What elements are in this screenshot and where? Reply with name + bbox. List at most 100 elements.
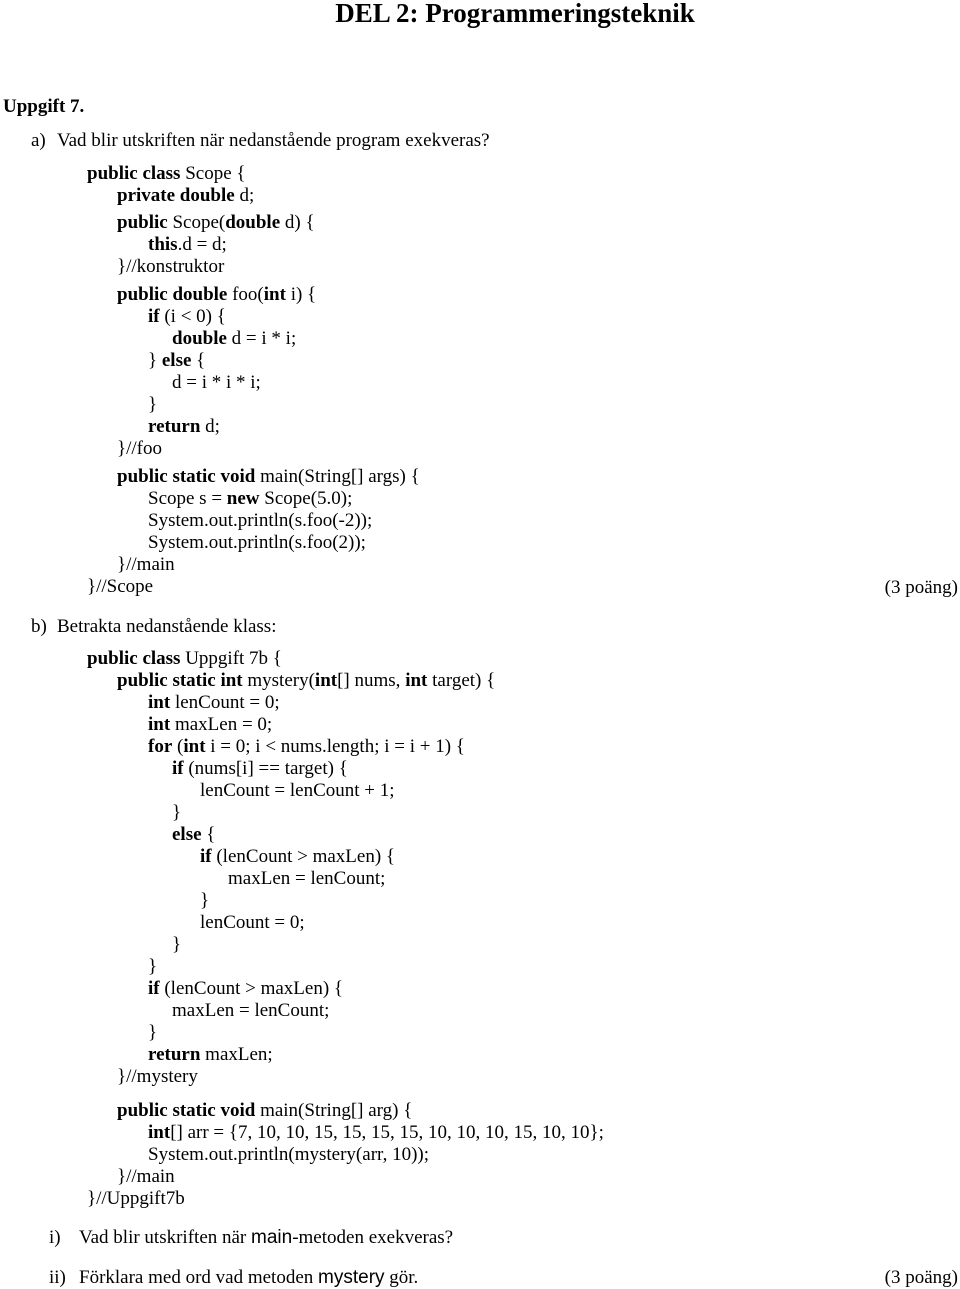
code-a-line: private double d; — [117, 185, 254, 207]
code-text: main(String[] arg) { — [255, 1100, 413, 1121]
code-text: d = i * i * i; — [172, 372, 261, 393]
code-text: maxLen = lenCount; — [228, 868, 386, 889]
code-b-line: lenCount = lenCount + 1; — [200, 780, 395, 802]
points-b: (3 poäng) — [884, 1267, 958, 1288]
code-a-line: }//konstruktor — [117, 256, 224, 278]
task-heading: Uppgift 7. — [3, 96, 85, 117]
code-text: main(String[] args) { — [255, 466, 420, 487]
code-a-line: }//Scope — [87, 576, 153, 598]
code-keyword: if — [148, 306, 160, 327]
code-text: System.out.println(s.foo(2)); — [148, 532, 366, 553]
code-a-line: Scope s = new Scope(5.0); — [148, 488, 352, 510]
code-b-line: public static int mystery(int[] nums, in… — [117, 670, 495, 692]
question-a: a)Vad blir utskriften när nedanstående p… — [31, 130, 490, 152]
code-text: maxLen; — [200, 1044, 273, 1065]
question-b-ii-code: mystery — [318, 1267, 385, 1288]
question-b-ii-pre: Förklara med ord vad metoden — [79, 1267, 319, 1288]
code-keyword: public class — [87, 648, 181, 669]
code-keyword: public static void — [117, 1100, 256, 1121]
question-b: b) Betrakta nedanstående klass: — [31, 616, 276, 638]
code-keyword: new — [226, 488, 260, 509]
code-b-line: System.out.println(mystery(arr, 10)); — [148, 1144, 429, 1166]
code-text: Scope s = — [148, 488, 227, 509]
code-keyword: this — [148, 234, 178, 255]
code-keyword: double — [172, 328, 227, 349]
code-a-line: System.out.println(s.foo(-2)); — [148, 510, 372, 532]
code-a-line: System.out.println(s.foo(2)); — [148, 532, 366, 554]
code-a-line: double d = i * i; — [172, 328, 296, 350]
code-keyword: int — [148, 714, 171, 735]
code-b-line: maxLen = lenCount; — [228, 868, 385, 890]
code-b-line: return maxLen; — [148, 1044, 273, 1066]
question-b-label: b) — [31, 616, 47, 637]
code-a-line: public Scope(double d) { — [117, 212, 315, 234]
code-b-line: } — [172, 802, 181, 824]
code-text: Scope(5.0); — [259, 488, 353, 509]
code-a-line: return d; — [148, 416, 220, 438]
code-text: }//Uppgift7b — [87, 1188, 185, 1209]
code-keyword: if — [172, 758, 184, 779]
code-keyword: public static int — [117, 670, 243, 691]
code-text: } — [148, 350, 162, 371]
code-text: Uppgift 7b { — [180, 648, 282, 669]
code-keyword: if — [148, 978, 160, 999]
code-b-line: }//main — [117, 1166, 175, 1188]
code-text: .d = d; — [177, 234, 227, 255]
code-b-line: int[] arr = {7, 10, 10, 15, 15, 15, 15, … — [148, 1122, 604, 1144]
code-b-line: }//Uppgift7b — [87, 1188, 185, 1210]
code-a-line: public class Scope { — [87, 163, 246, 185]
question-b-i: i)Vad blir utskriften när main-metoden e… — [49, 1227, 453, 1249]
code-b-line: } — [148, 956, 157, 978]
code-keyword: int — [183, 736, 206, 757]
code-a-line: if (i < 0) { — [148, 306, 226, 328]
code-text: }//konstruktor — [117, 256, 225, 277]
code-b-line: maxLen = lenCount; — [172, 1000, 329, 1022]
code-text: } — [148, 1022, 158, 1043]
code-b-line: if (lenCount > maxLen) { — [200, 846, 395, 868]
question-b-ii: ii)Förklara med ord vad metoden mystery … — [49, 1267, 418, 1289]
question-b-i-post: -metoden exekveras? — [292, 1227, 454, 1248]
code-keyword: int — [148, 1122, 171, 1143]
question-b-text: Betrakta nedanstående klass: — [57, 616, 277, 637]
code-text: }//foo — [117, 438, 163, 459]
code-text: lenCount = 0; — [170, 692, 280, 713]
code-b-line: int lenCount = 0; — [148, 692, 280, 714]
code-keyword: private double — [117, 185, 235, 206]
code-keyword: int — [148, 692, 171, 713]
code-b-line: } — [148, 1022, 157, 1044]
code-text: }//mystery — [117, 1066, 198, 1087]
code-text: d = i * i; — [226, 328, 297, 349]
code-b-line: else { — [172, 824, 215, 846]
code-b-line: public class Uppgift 7b { — [87, 648, 282, 670]
code-b-line: if (lenCount > maxLen) { — [148, 978, 343, 1000]
code-a-line: d = i * i * i; — [172, 372, 261, 394]
code-keyword: else — [161, 350, 192, 371]
code-text: } — [148, 394, 158, 415]
code-text: (lenCount > maxLen) { — [159, 978, 344, 999]
code-text: [] arr = {7, 10, 10, 15, 15, 15, 15, 10,… — [170, 1122, 604, 1143]
code-keyword: int — [405, 670, 428, 691]
code-keyword: return — [148, 416, 201, 437]
code-text: maxLen = lenCount; — [172, 1000, 330, 1021]
code-text: } — [148, 956, 158, 977]
code-text: i = 0; i < nums.length; i = i + 1) { — [205, 736, 465, 757]
question-b-i-label: i) — [49, 1227, 61, 1248]
code-b-line: int maxLen = 0; — [148, 714, 272, 736]
code-text: ( — [172, 736, 184, 757]
code-text: Scope( — [167, 212, 226, 233]
code-text: d; — [200, 416, 220, 437]
code-b-line: for (int i = 0; i < nums.length; i = i +… — [148, 736, 465, 758]
code-text: lenCount = 0; — [200, 912, 305, 933]
code-text: } — [172, 802, 182, 823]
code-text: System.out.println(mystery(arr, 10)); — [148, 1144, 430, 1165]
code-text: [] nums, — [337, 670, 406, 691]
code-keyword: if — [200, 846, 212, 867]
code-keyword: public class — [87, 163, 181, 184]
code-b-line: public static void main(String[] arg) { — [117, 1100, 412, 1122]
code-b-line: lenCount = 0; — [200, 912, 305, 934]
question-a-text: Vad blir utskriften när nedanstående pro… — [57, 130, 490, 151]
code-keyword: public double — [117, 284, 228, 305]
code-a-line: public static void main(String[] args) { — [117, 466, 420, 488]
code-keyword: int — [314, 670, 338, 691]
